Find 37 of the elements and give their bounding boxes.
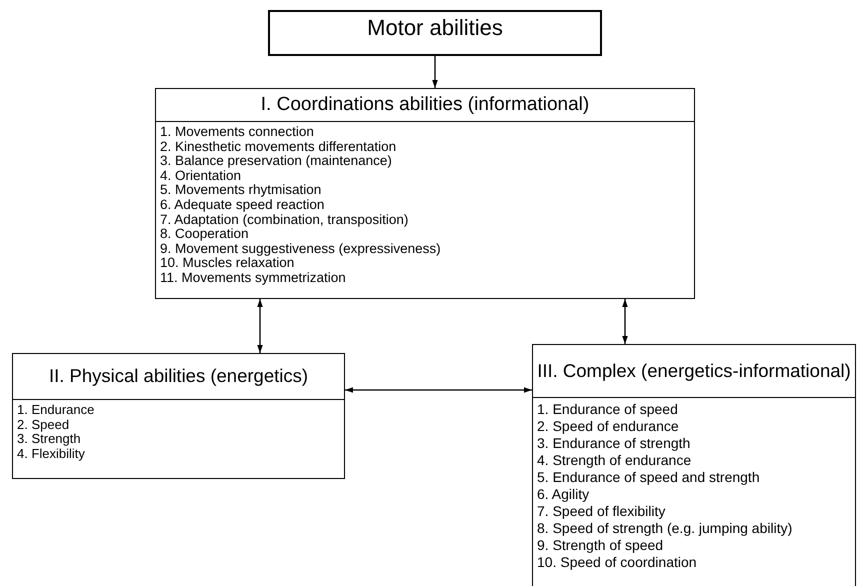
arrow	[622, 299, 628, 344]
list-item: 8. Speed of strength (e.g. jumping ability)	[537, 520, 794, 537]
list-item: 8. Cooperation	[160, 227, 249, 242]
title-box	[268, 10, 602, 56]
category-heading: III. Complex (energetics-informational)	[537, 360, 851, 382]
list-item: 1. Endurance of speed	[537, 401, 679, 418]
category-box	[12, 353, 345, 479]
category-heading: I. Coordinations abilities (informational)	[260, 94, 590, 116]
category-heading: II. Physical abilities (energetics)	[48, 366, 308, 387]
list-item: 7. Adaptation (combination, transposition)	[160, 212, 410, 228]
list-item: 3. Strength	[17, 432, 82, 446]
list-item: 9. Movement suggestiveness (expressiveness)	[160, 242, 442, 256]
list-item: 11. Movements symmetrization	[160, 270, 347, 286]
list-item: 10. Muscles relaxation	[160, 256, 294, 271]
category-box	[155, 88, 695, 299]
list-item: 10. Speed of coordination	[537, 554, 698, 571]
list-item: 2. Kinesthetic movements differentation	[160, 140, 398, 154]
list-item: 6. Adequate speed reaction	[160, 198, 326, 213]
list-item: 4. Flexibility	[17, 446, 86, 461]
title-text: Motor abilities	[367, 15, 503, 41]
list-item: 4. Orientation	[160, 168, 242, 184]
list-item: 5. Endurance of speed and strength	[537, 469, 761, 486]
category-box	[532, 344, 856, 586]
list-item: 3. Endurance of strength	[537, 435, 692, 452]
arrow	[345, 387, 532, 393]
list-item: 9. Strength of speed	[537, 537, 664, 554]
list-item: 7. Speed of flexibility	[537, 503, 666, 520]
list-item: 2. Speed	[17, 418, 70, 432]
list-item: 2. Speed of endurance	[537, 418, 680, 435]
arrow	[257, 299, 263, 353]
list-item: 1. Movements connection	[160, 125, 315, 140]
arrow	[432, 56, 438, 88]
list-item: 1. Endurance	[17, 403, 96, 418]
list-item: 3. Balance preservation (maintenance)	[160, 154, 393, 169]
list-item: 5. Movements rhytmisation	[160, 183, 322, 198]
list-item: 4. Strength of endurance	[537, 452, 692, 469]
list-item: 6. Agility	[537, 486, 590, 503]
